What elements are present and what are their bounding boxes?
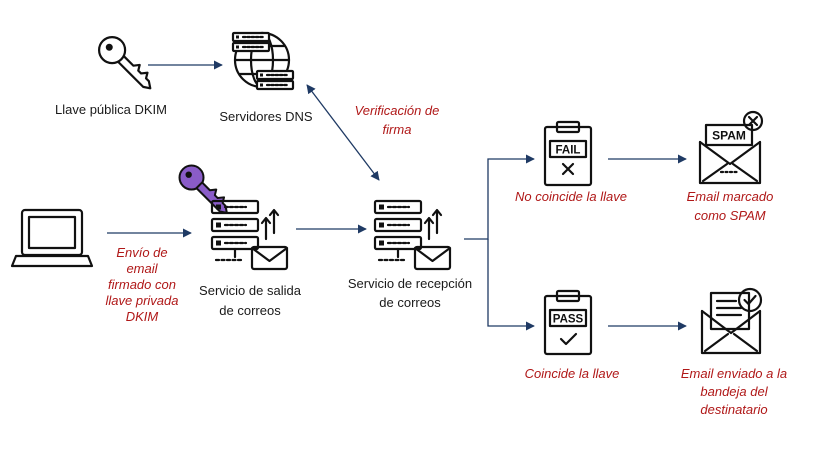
arrows <box>107 60 687 331</box>
match-annotation: Coincide la llave <box>525 366 620 381</box>
label-line: Coincide la llave <box>525 366 620 381</box>
incoming-service-label: Servicio de recepción de correos <box>348 276 472 310</box>
label-line: Email enviado a la <box>681 366 787 381</box>
label-line: Email marcado <box>687 189 774 204</box>
label-line: como SPAM <box>694 208 765 223</box>
fail-badge: FAIL <box>556 145 581 157</box>
pass-badge: PASS <box>553 314 584 326</box>
key-icon <box>98 36 152 90</box>
arrow-incoming-branch-lower <box>487 239 535 331</box>
outgoing-service-label: Servicio de salida de correos <box>199 283 302 318</box>
label-line: Servidores DNS <box>219 109 313 124</box>
label-line: firmado con <box>108 277 176 292</box>
label-line: Verificación de <box>355 103 440 118</box>
pass-clipboard-icon: PASS <box>543 289 593 356</box>
spam-envelope-icon: SPAM <box>698 110 764 185</box>
label-line: Servicio de salida <box>199 283 302 298</box>
label-line: DKIM <box>126 309 159 324</box>
label-line: Envío de <box>116 245 167 260</box>
verification-annotation: Verificación de firma <box>355 103 440 137</box>
spam-badge: SPAM <box>712 129 746 143</box>
label-line: firma <box>383 122 412 137</box>
dns-label: Servidores DNS <box>219 109 313 124</box>
fail-clipboard-icon: FAIL <box>543 120 593 187</box>
globe-servers-icon <box>231 31 295 91</box>
spam-marked-annotation: Email marcado como SPAM <box>687 189 774 223</box>
laptop-icon <box>10 208 94 268</box>
mail-server-icon <box>373 199 452 271</box>
label-line: de correos <box>379 295 441 310</box>
label-line: Servicio de recepción <box>348 276 472 291</box>
mail-server-icon <box>210 199 289 271</box>
label-line: bandeja del <box>700 384 768 399</box>
label-line: Llave pública DKIM <box>55 102 167 117</box>
no-match-annotation: No coincide la llave <box>515 189 627 204</box>
label-line: email <box>126 261 158 276</box>
inbox-sent-annotation: Email enviado a la bandeja del destinatari… <box>681 366 787 417</box>
label-line: No coincide la llave <box>515 189 627 204</box>
dkim-key-label: Llave pública DKIM <box>55 102 167 117</box>
label-line: de correos <box>219 303 281 318</box>
arrow-incoming-branch <box>464 154 535 240</box>
arrow-dns-verification <box>306 84 380 181</box>
label-line: destinatario <box>700 402 767 417</box>
checked-envelope-icon <box>700 287 763 355</box>
label-line: llave privada <box>106 293 179 308</box>
